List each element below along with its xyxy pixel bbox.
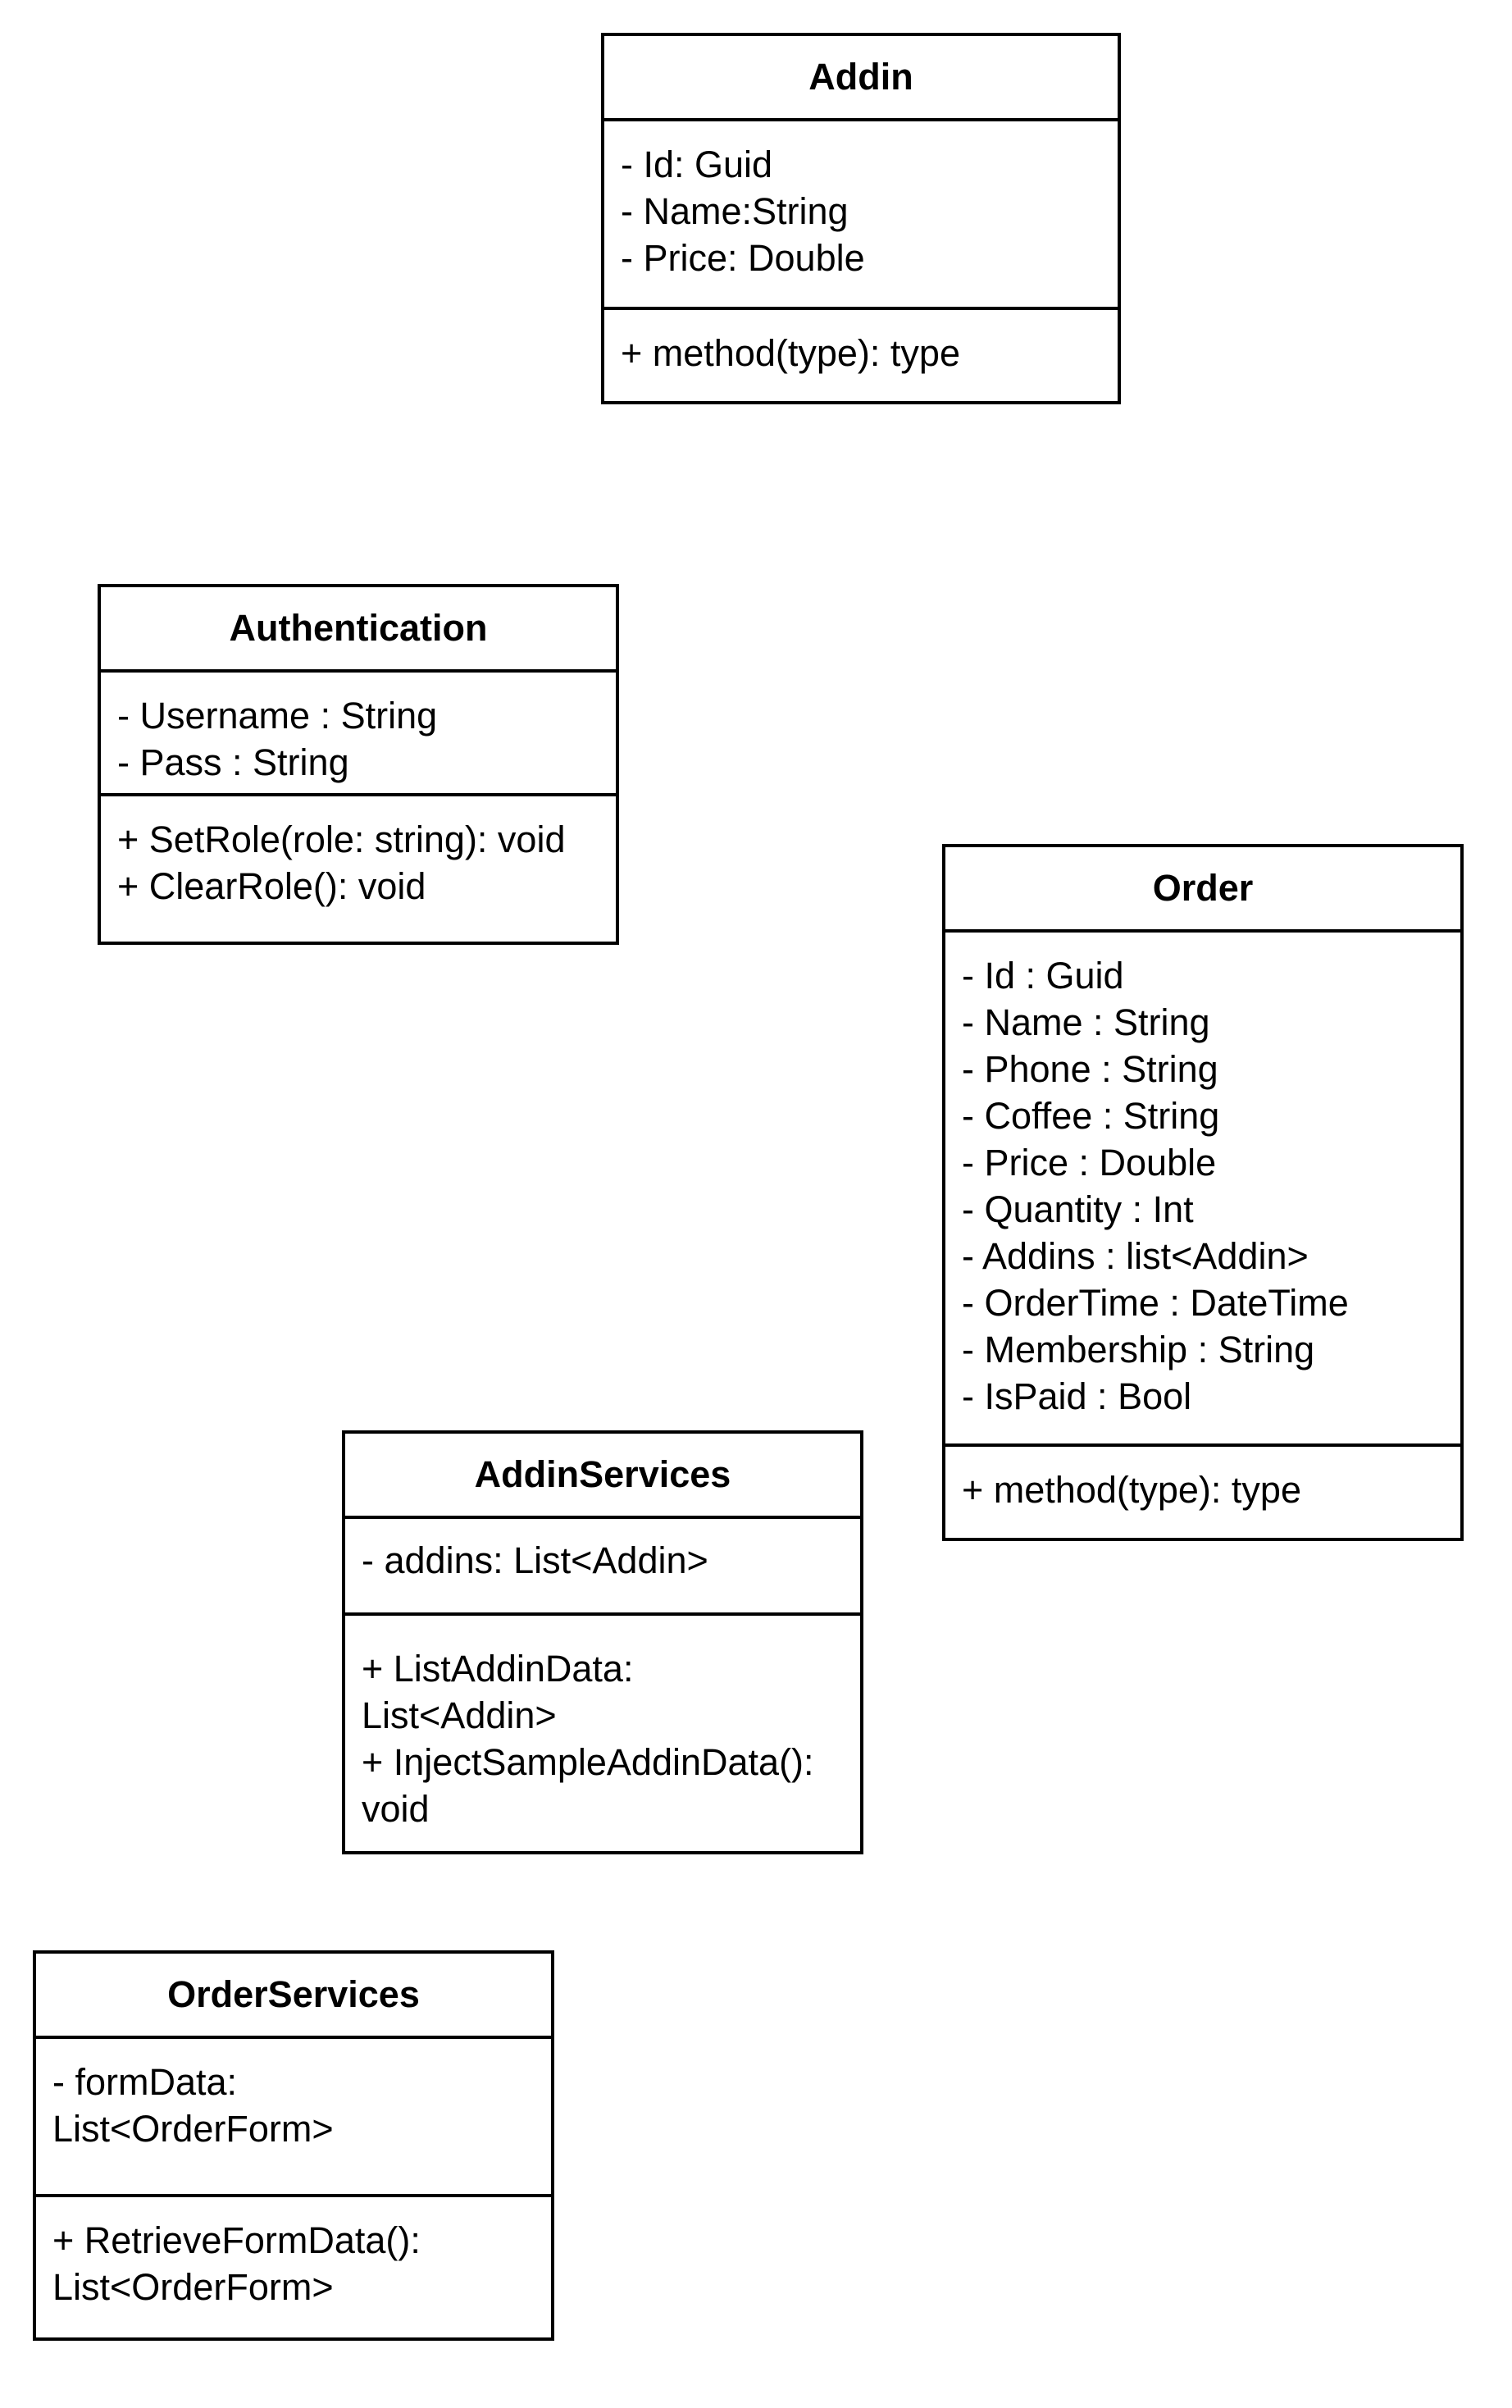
attribute: - Id : Guid <box>962 955 1124 996</box>
class-authentication[interactable]: Authentication - Username : String - Pas… <box>98 584 619 945</box>
attribute: - Name:String <box>621 190 849 232</box>
attributes-section: - addins: List<Addin> <box>345 1519 860 1616</box>
attribute: List<OrderForm> <box>52 2108 334 2150</box>
methods-section: + method(type): type <box>604 310 1118 401</box>
method: void <box>362 1788 430 1830</box>
attribute: - Quantity : Int <box>962 1188 1194 1230</box>
attributes-section: - Id: Guid - Name:String - Price: Double <box>604 121 1118 310</box>
class-addin[interactable]: Addin - Id: Guid - Name:String - Price: … <box>601 33 1121 404</box>
method: + InjectSampleAddinData(): <box>362 1741 814 1783</box>
attribute: - Id: Guid <box>621 144 773 185</box>
method: List<OrderForm> <box>52 2266 334 2308</box>
class-name: Order <box>945 847 1460 933</box>
attribute: - addins: List<Addin> <box>362 1539 708 1581</box>
attribute: - Membership : String <box>962 1329 1315 1370</box>
attribute: - Username : String <box>117 695 438 737</box>
methods-section: + RetrieveFormData(): List<OrderForm> <box>36 2197 551 2337</box>
class-order[interactable]: Order - Id : Guid - Name : String - Phon… <box>942 844 1464 1541</box>
attribute: - IsPaid : Bool <box>962 1375 1192 1417</box>
attribute: - Name : String <box>962 1001 1210 1043</box>
attribute: - Price: Double <box>621 237 865 279</box>
attribute: - Addins : list<Addin> <box>962 1235 1309 1277</box>
attributes-section: - formData: List<OrderForm> <box>36 2039 551 2197</box>
class-name: OrderServices <box>36 1954 551 2039</box>
class-name: Addin <box>604 36 1118 121</box>
attribute: - Price : Double <box>962 1142 1217 1183</box>
class-order-services[interactable]: OrderServices - formData: List<OrderForm… <box>33 1950 554 2341</box>
method: + RetrieveFormData(): <box>52 2219 421 2261</box>
methods-section: + SetRole(role: string): void + ClearRol… <box>101 796 616 942</box>
method: + SetRole(role: string): void <box>117 819 566 860</box>
method: + ListAddinData: <box>362 1648 634 1690</box>
attribute: - Pass : String <box>117 741 349 783</box>
attributes-section: - Username : String - Pass : String <box>101 673 616 796</box>
class-name: Authentication <box>101 587 616 673</box>
methods-section: + ListAddinData: List<Addin> + InjectSam… <box>345 1616 860 1851</box>
attribute: - Phone : String <box>962 1048 1218 1090</box>
method: List<Addin> <box>362 1694 557 1736</box>
attribute: - formData: <box>52 2061 238 2103</box>
attribute: - OrderTime : DateTime <box>962 1282 1349 1324</box>
class-name: AddinServices <box>345 1434 860 1519</box>
attribute: - Coffee : String <box>962 1095 1220 1137</box>
method: + method(type): type <box>621 332 960 374</box>
method: + ClearRole(): void <box>117 865 426 907</box>
class-addin-services[interactable]: AddinServices - addins: List<Addin> + Li… <box>342 1430 863 1854</box>
method: + method(type): type <box>962 1469 1301 1511</box>
methods-section: + method(type): type <box>945 1447 1460 1538</box>
attributes-section: - Id : Guid - Name : String - Phone : St… <box>945 933 1460 1447</box>
